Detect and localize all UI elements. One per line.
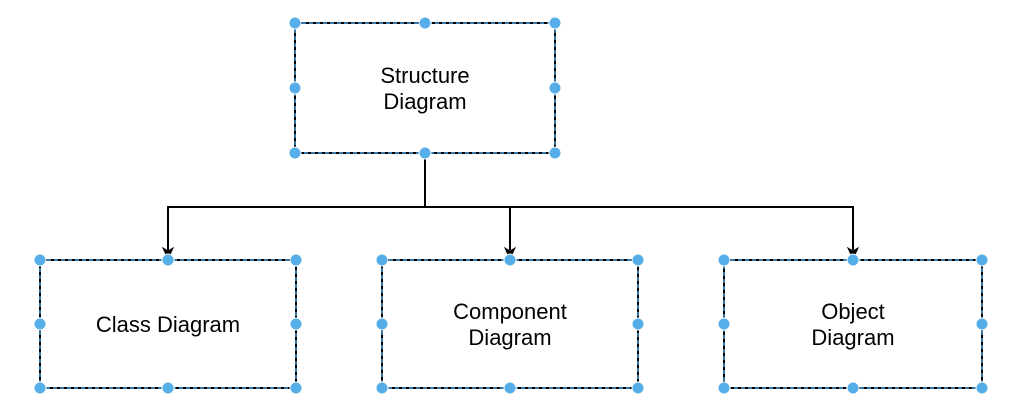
resize-handle-sw-icon[interactable] [717,381,731,395]
node-box [723,259,983,389]
resize-handle-ne-icon[interactable] [631,253,645,267]
resize-handle-w-icon[interactable] [288,81,302,95]
resize-handle-w-icon[interactable] [33,317,47,331]
resize-handle-se-icon[interactable] [631,381,645,395]
edge-structure-to-class[interactable] [161,153,426,261]
edge-line [424,153,854,250]
node-label-line: Object [821,299,885,324]
resize-handle-s-icon[interactable] [503,381,517,395]
resize-handle-s-icon[interactable] [846,381,860,395]
resize-handle-s-icon[interactable] [161,381,175,395]
node-label-line: Component [453,299,567,324]
resize-handle-n-icon[interactable] [503,253,517,267]
resize-handle-e-icon[interactable] [975,317,989,331]
resize-handle-se-icon[interactable] [289,381,303,395]
resize-handle-n-icon[interactable] [418,16,432,30]
node-label-line: Diagram [468,325,551,350]
resize-handle-s-icon[interactable] [418,146,432,160]
node-box [381,259,639,389]
node-label-line: Class Diagram [96,312,240,337]
edge-line [424,153,511,250]
resize-handle-e-icon[interactable] [548,81,562,95]
resize-handle-n-icon[interactable] [161,253,175,267]
resize-handle-e-icon[interactable] [631,317,645,331]
resize-handle-sw-icon[interactable] [288,146,302,160]
node-label-line: Diagram [811,325,894,350]
node-label-line: Structure [380,63,469,88]
resize-handle-nw-icon[interactable] [375,253,389,267]
edge-structure-to-object[interactable] [424,153,860,261]
resize-handle-nw-icon[interactable] [33,253,47,267]
resize-handle-se-icon[interactable] [975,381,989,395]
node-class[interactable]: Class Diagram [33,253,303,395]
resize-handle-n-icon[interactable] [846,253,860,267]
resize-handle-w-icon[interactable] [717,317,731,331]
edges-layer [161,153,860,261]
resize-handle-sw-icon[interactable] [375,381,389,395]
resize-handle-ne-icon[interactable] [289,253,303,267]
resize-handle-e-icon[interactable] [289,317,303,331]
node-label-line: Diagram [383,89,466,114]
resize-handle-nw-icon[interactable] [717,253,731,267]
resize-handle-w-icon[interactable] [375,317,389,331]
resize-handle-se-icon[interactable] [548,146,562,160]
node-box [294,22,556,154]
resize-handle-ne-icon[interactable] [975,253,989,267]
edge-line [167,153,426,250]
resize-handle-nw-icon[interactable] [288,16,302,30]
resize-handle-sw-icon[interactable] [33,381,47,395]
resize-handle-ne-icon[interactable] [548,16,562,30]
